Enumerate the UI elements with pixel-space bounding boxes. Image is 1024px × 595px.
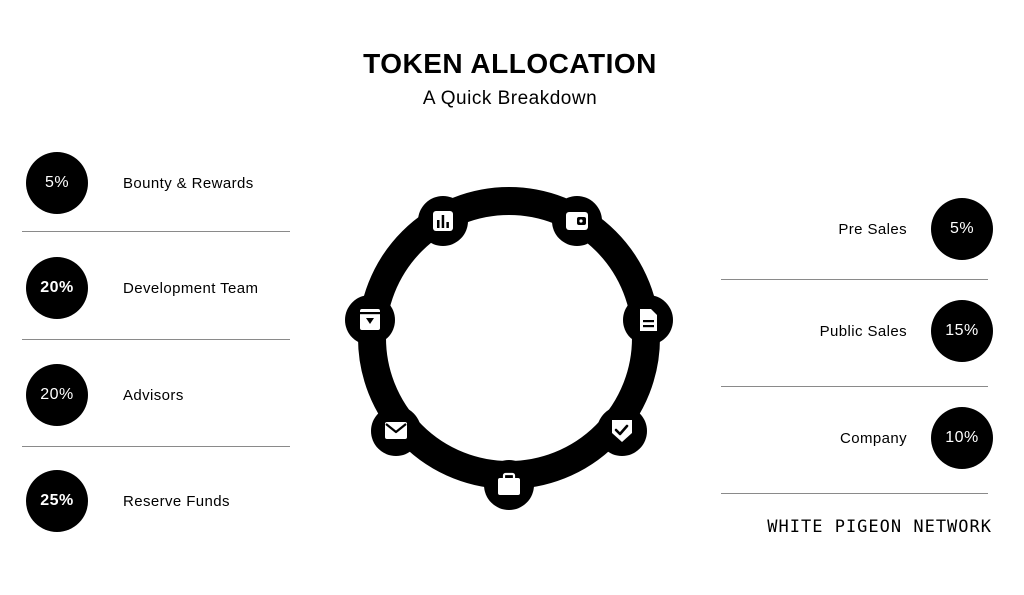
- document-icon: [623, 295, 673, 345]
- percent-badge: 20%: [26, 364, 88, 426]
- allocation-label: Bounty & Rewards: [123, 174, 254, 192]
- briefcase-icon: [484, 460, 534, 510]
- allocation-label: Advisors: [123, 386, 184, 404]
- allocation-item-public-sales: Public Sales 15%: [820, 300, 993, 362]
- percent-badge: 5%: [931, 198, 993, 260]
- percent-badge: 10%: [931, 407, 993, 469]
- divider: [721, 386, 988, 387]
- divider: [22, 231, 290, 232]
- allocation-item-bounty: 5% Bounty & Rewards: [26, 152, 254, 214]
- divider: [22, 339, 290, 340]
- archive-download-icon: [345, 295, 395, 345]
- allocation-label: Development Team: [123, 279, 259, 297]
- allocation-label: Public Sales: [819, 322, 907, 340]
- allocation-item-advisors: 20% Advisors: [26, 364, 184, 426]
- allocation-label: Company: [840, 429, 907, 447]
- percent-badge: 15%: [931, 300, 993, 362]
- wallet-icon: [552, 196, 602, 246]
- divider: [721, 493, 988, 494]
- allocation-item-reserve: 25% Reserve Funds: [26, 470, 230, 532]
- allocation-item-development: 20% Development Team: [26, 257, 258, 319]
- percent-badge: 25%: [26, 470, 88, 532]
- divider: [721, 279, 988, 280]
- allocation-item-company: Company 10%: [840, 407, 993, 469]
- mail-icon: [371, 406, 421, 456]
- percent-badge: 5%: [26, 152, 88, 214]
- brand-name: WHITE PIGEON NETWORK: [767, 517, 992, 537]
- check-shield-icon: [597, 406, 647, 456]
- divider: [22, 446, 290, 447]
- allocation-label: Reserve Funds: [123, 492, 230, 510]
- bar-chart-icon: [418, 196, 468, 246]
- page-title: TOKEN ALLOCATION: [363, 48, 657, 79]
- percent-badge: 20%: [26, 257, 88, 319]
- allocation-item-pre-sales: Pre Sales 5%: [838, 198, 993, 260]
- page-subtitle: A Quick Breakdown: [422, 88, 598, 109]
- allocation-label: Pre Sales: [838, 220, 907, 238]
